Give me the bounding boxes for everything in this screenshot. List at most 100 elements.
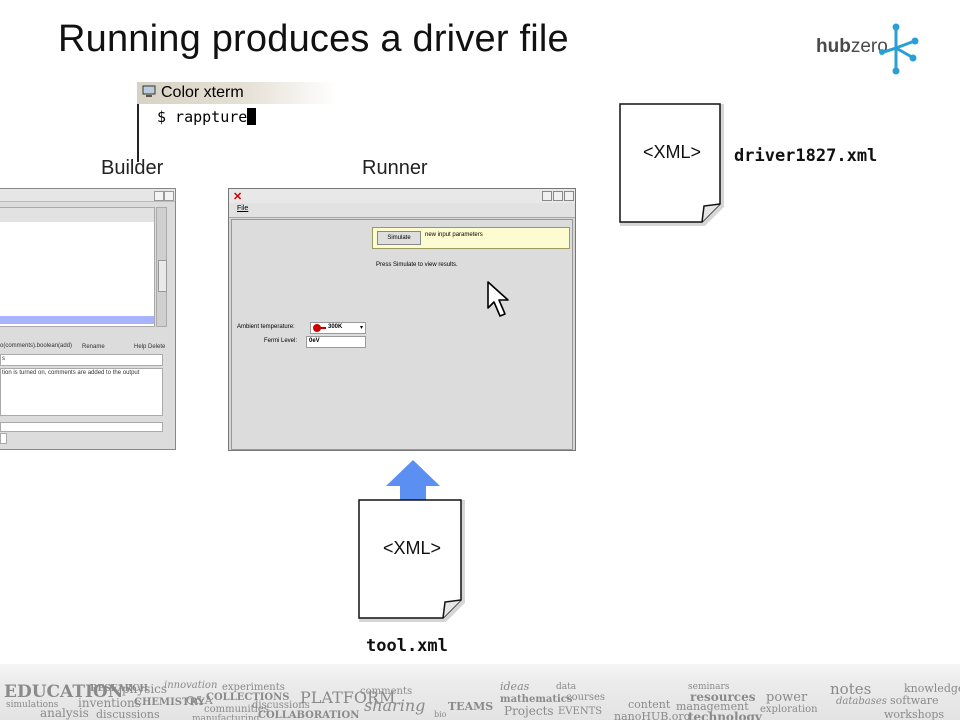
xterm-window[interactable]: Color xterm $ rappture (137, 82, 347, 162)
footer-word-collage: EDUCATION simulations analysis RESEARCH … (0, 664, 960, 720)
runner-close-button[interactable] (564, 191, 574, 201)
xterm-title: Color xterm (161, 84, 244, 101)
builder-bottom-button[interactable] (0, 433, 7, 444)
driver-xml-document: <XML> (618, 102, 726, 226)
footer-word: PLATFORM (300, 688, 396, 707)
hubzero-logo: hubzero (812, 22, 922, 78)
footer-word: TEAMS (448, 700, 494, 713)
footer-word: EDUCATION (4, 682, 124, 702)
runner-window[interactable]: ✕ File Simulate new input parameters Pre… (228, 188, 576, 451)
runner-maximize-button[interactable] (553, 191, 563, 201)
footer-word: courses (566, 692, 606, 703)
tool-xml-document: <XML> (357, 498, 467, 622)
footer-word: workshops (884, 708, 945, 720)
footer-word: discussions (96, 708, 160, 720)
footer-word: comments (360, 686, 413, 697)
builder-description-text: tion is turned on, comments are added to… (2, 370, 140, 376)
footer-word: EVENTS (558, 706, 603, 717)
fermi-label: Fermi Level: (264, 338, 298, 344)
runner-content: Simulate new input parameters Press Simu… (231, 219, 573, 450)
builder-scroll-thumb[interactable] (158, 260, 167, 292)
xterm-fade-overlay (287, 104, 347, 162)
driver-xml-text: <XML> (642, 142, 702, 162)
tool-xml-text: <XML> (382, 538, 442, 558)
press-simulate-text: Press Simulate to view results. (376, 262, 458, 268)
builder-help-button[interactable]: Help (134, 344, 147, 350)
temperature-label: Ambient temperature: (237, 324, 295, 330)
footer-word: CHEMISTRY (134, 697, 205, 708)
footer-word: mathematics (500, 694, 573, 705)
builder-field-text: s (2, 356, 5, 362)
footer-word: resources (690, 690, 756, 704)
footer-word: RESEARCH (90, 684, 148, 694)
footer-word: manufacturing (192, 714, 260, 720)
footer-word: Projects (504, 704, 554, 718)
builder-rename-button[interactable]: Rename (82, 344, 105, 350)
builder-titlebar (0, 189, 175, 202)
builder-minimize-button[interactable] (154, 191, 164, 201)
chevron-down-icon[interactable]: ▾ (359, 325, 363, 331)
footer-word: Q&A (186, 694, 213, 707)
mouse-pointer-icon (487, 281, 509, 317)
runner-menubar: File (229, 203, 575, 218)
menu-file[interactable]: File (237, 205, 249, 212)
terminal-cursor (247, 108, 257, 125)
footer-word: databases (836, 696, 887, 707)
footer-word: knowledge (904, 682, 960, 695)
builder-tree-list[interactable] (0, 207, 155, 327)
logo-hub-text: hub (816, 36, 851, 57)
monitor-icon (142, 85, 156, 97)
footer-word: data (556, 682, 577, 692)
footer-word: inventions (78, 696, 141, 710)
footer-word: analysis (40, 706, 89, 720)
footer-word: exploration (760, 704, 818, 715)
builder-delete-button[interactable]: Delete (148, 344, 166, 350)
builder-scrollbar[interactable] (156, 207, 167, 327)
document-icon (358, 499, 465, 622)
footer-word: discussions (252, 700, 310, 711)
footer-word: software (890, 694, 939, 707)
builder-list-header (0, 208, 154, 222)
footer-word: ideas (500, 680, 530, 693)
footer-word: COLLABORATION (258, 710, 360, 720)
footer-word: power (766, 690, 808, 705)
result-banner: Simulate new input parameters (372, 227, 570, 249)
footer-word: technology (688, 710, 762, 720)
footer-word: notes (830, 680, 872, 698)
builder-path-text: o(comments).boolean(add) (0, 343, 73, 349)
footer-word: bio (434, 710, 447, 719)
builder-name-field[interactable]: s (0, 354, 163, 366)
runner-label: Runner (362, 157, 428, 179)
footer-word: content (628, 698, 671, 711)
builder-label: Builder (101, 157, 164, 179)
footer-word: management (676, 700, 749, 713)
fermi-value: 0eV (309, 338, 320, 344)
close-icon[interactable]: ✕ (233, 191, 243, 203)
builder-window[interactable]: o(comments).boolean(add) Rename Help Del… (0, 188, 176, 450)
builder-selected-row[interactable] (0, 316, 154, 324)
builder-bottom-field[interactable] (0, 422, 163, 432)
status-text: new input parameters (425, 232, 483, 238)
footer-word: innovation (164, 680, 218, 691)
footer-word: communities (204, 704, 269, 715)
footer-word: physics (122, 682, 168, 696)
footer-word: seminars (688, 682, 730, 692)
xterm-command: $ rappture (157, 108, 248, 126)
arrow-up-icon (386, 460, 440, 504)
footer-word: nanoHUB.org (614, 710, 691, 720)
builder-description-field[interactable]: tion is turned on, comments are added to… (0, 368, 163, 416)
tool-file-label: tool.xml (366, 636, 448, 656)
thermometer-bar (320, 327, 326, 329)
simulate-button[interactable]: Simulate (377, 231, 421, 245)
builder-maximize-button[interactable] (164, 191, 174, 201)
xterm-titlebar[interactable]: Color xterm (137, 82, 337, 104)
logo-zero-text: zero (850, 36, 888, 57)
slide-title: Running produces a driver file (58, 18, 569, 60)
fermi-level-input[interactable]: 0eV (306, 336, 366, 348)
footer-word: COLLECTIONS (206, 692, 290, 703)
temperature-input[interactable]: 300K ▾ (310, 322, 366, 334)
footer-word: simulations (6, 700, 59, 710)
runner-minimize-button[interactable] (542, 191, 552, 201)
thermometer-icon (313, 324, 321, 332)
driver-file-label: driver1827.xml (734, 146, 878, 166)
